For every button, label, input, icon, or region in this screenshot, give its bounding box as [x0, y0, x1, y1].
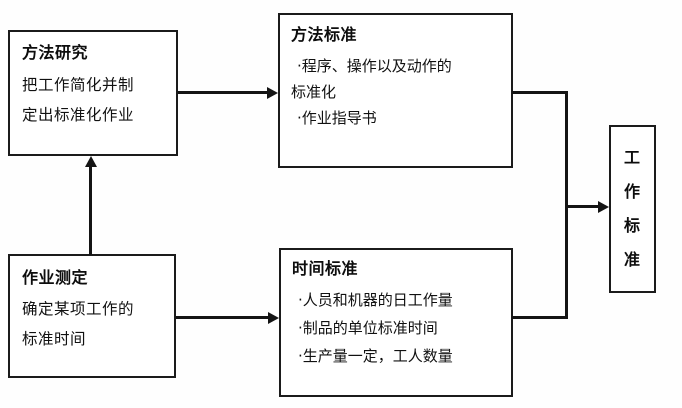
box-method-standard-bullet-1-cont: 标准化	[291, 83, 337, 101]
box-time-standard[interactable]: 时间标准 ·人员和机器的日工作量 ·制品的单位标准时间 ·生产量一定，工人数量	[279, 248, 513, 397]
box-method-study-line-2: 定出标准化作业	[22, 106, 135, 124]
box-work-measurement-title: 作业测定	[22, 268, 89, 287]
connector-merge-to-work-standard	[565, 205, 600, 208]
arrow-head-work-measurement-to-method-study	[84, 156, 97, 167]
connector-work-measurement-to-method-study	[89, 167, 92, 255]
box-time-standard-bullet-2: ·制品的单位标准时间	[298, 319, 438, 337]
connector-work-measurement-to-time-standard	[176, 316, 269, 319]
box-method-study-line-1: 把工作简化并制	[22, 76, 135, 94]
box-work-measurement-line-1: 确定某项工作的	[22, 300, 135, 318]
box-work-measurement-line-2: 标准时间	[22, 330, 87, 348]
arrow-head-work-measurement-to-time-standard	[268, 311, 279, 324]
box-method-standard[interactable]: 方法标准 ·程序、操作以及动作的 标准化 ·作业指导书	[278, 13, 513, 168]
box-method-standard-bullet-2: ·作业指导书	[297, 109, 377, 127]
box-method-study[interactable]: 方法研究 把工作简化并制 定出标准化作业	[8, 30, 178, 156]
box-work-standard-char-2: 作	[623, 182, 641, 201]
box-method-study-title: 方法研究	[22, 43, 89, 62]
box-method-standard-title: 方法标准	[291, 25, 358, 44]
connector-time-standard-to-merge	[512, 316, 568, 319]
box-time-standard-bullet-3: ·生产量一定，工人数量	[298, 347, 453, 365]
box-work-standard[interactable]: 工 作 标 准	[609, 125, 656, 293]
connector-method-study-to-method-standard	[178, 91, 268, 94]
connector-method-standard-to-merge	[512, 91, 568, 94]
box-work-standard-char-3: 标	[623, 216, 641, 235]
box-work-standard-char-1: 工	[623, 148, 641, 167]
box-work-measurement[interactable]: 作业测定 确定某项工作的 标准时间	[8, 254, 176, 378]
arrow-head-method-study-to-method-standard	[267, 86, 278, 99]
box-time-standard-title: 时间标准	[292, 259, 359, 278]
box-work-standard-char-4: 准	[623, 250, 641, 269]
box-method-standard-bullet-1: ·程序、操作以及动作的	[297, 57, 452, 75]
box-time-standard-bullet-1: ·人员和机器的日工作量	[298, 291, 453, 309]
arrow-head-merge-to-work-standard	[598, 200, 609, 213]
box-work-standard-text: 工 作 标 准	[624, 141, 641, 277]
